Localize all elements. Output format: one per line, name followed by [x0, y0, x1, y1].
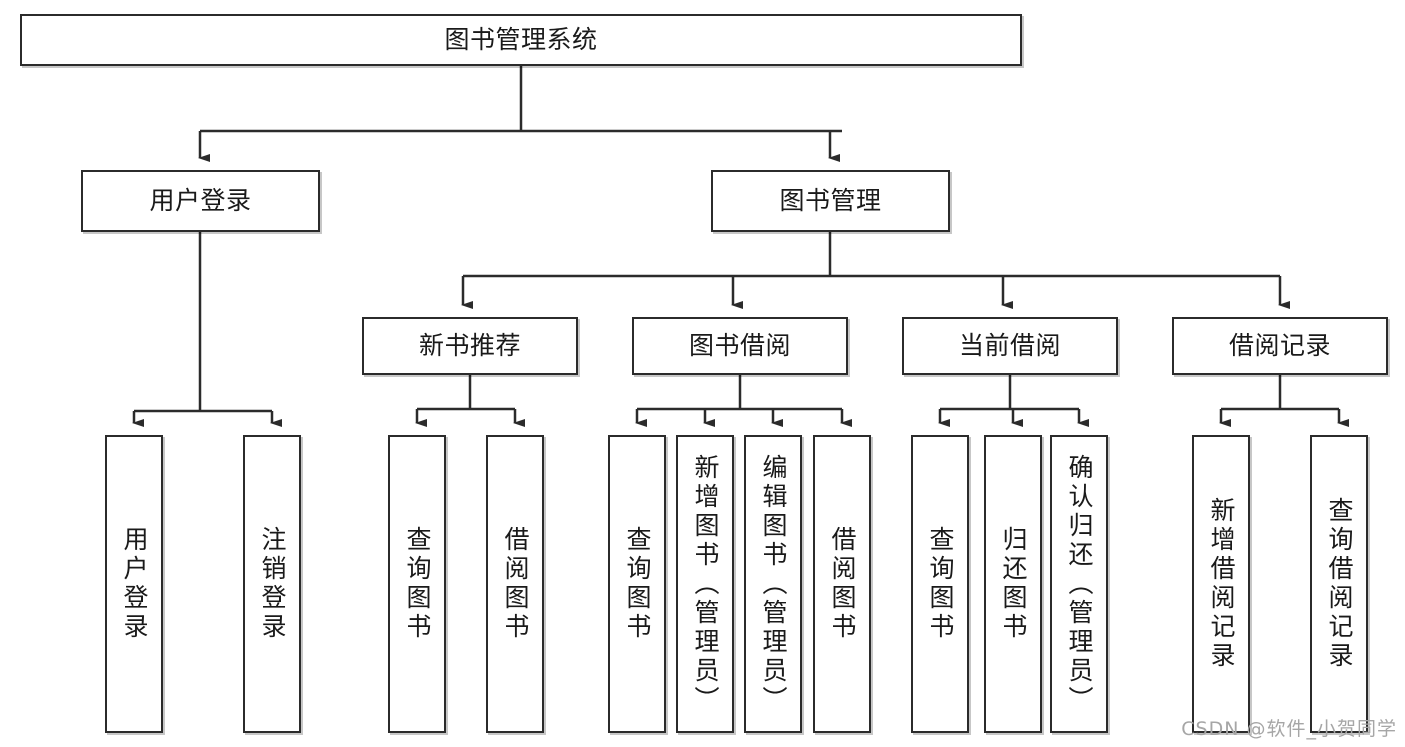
node-leaf-edit-book[interactable]: 编辑图书（管理员） — [744, 435, 802, 733]
node-leaf-confirm-return[interactable]: 确认归还（管理员） — [1050, 435, 1108, 733]
node-leaf-borrow-book-2[interactable]: 借阅图书 — [813, 435, 871, 733]
node-leaf-query-book-1[interactable]: 查询图书 — [388, 435, 446, 733]
watermark: CSDN @软件_小贺同学 — [1181, 718, 1397, 740]
node-leaf-logout-label: 注销登录 — [258, 526, 287, 642]
node-leaf-edit-book-label: 编辑图书（管理员） — [759, 453, 788, 715]
node-book-borrow-label: 图书借阅 — [688, 331, 791, 360]
node-leaf-add-record[interactable]: 新增借阅记录 — [1192, 435, 1250, 733]
node-borrow-record[interactable]: 借阅记录 — [1172, 317, 1388, 375]
node-root[interactable]: 图书管理系统 — [20, 14, 1022, 66]
node-borrow-record-label: 借阅记录 — [1228, 331, 1331, 360]
node-leaf-borrow-book-1-label: 借阅图书 — [501, 526, 530, 642]
node-leaf-confirm-return-label: 确认归还（管理员） — [1065, 453, 1094, 715]
node-leaf-add-book-label: 新增图书（管理员） — [691, 453, 720, 715]
node-leaf-add-record-label: 新增借阅记录 — [1207, 497, 1236, 671]
node-user-login[interactable]: 用户登录 — [81, 170, 320, 232]
node-user-login-label: 用户登录 — [149, 186, 252, 215]
node-new-book-rec[interactable]: 新书推荐 — [362, 317, 578, 375]
node-leaf-query-book-2-label: 查询图书 — [623, 526, 652, 642]
node-leaf-query-book-3[interactable]: 查询图书 — [911, 435, 969, 733]
node-book-manage[interactable]: 图书管理 — [711, 170, 950, 232]
node-leaf-query-book-2[interactable]: 查询图书 — [608, 435, 666, 733]
node-book-manage-label: 图书管理 — [779, 186, 882, 215]
node-current-borrow-label: 当前借阅 — [958, 331, 1061, 360]
node-new-book-rec-label: 新书推荐 — [418, 331, 521, 360]
node-book-borrow[interactable]: 图书借阅 — [632, 317, 848, 375]
node-leaf-query-book-3-label: 查询图书 — [926, 526, 955, 642]
node-leaf-query-record[interactable]: 查询借阅记录 — [1310, 435, 1368, 733]
node-leaf-return-book[interactable]: 归还图书 — [984, 435, 1042, 733]
node-leaf-user-login[interactable]: 用户登录 — [105, 435, 163, 733]
node-leaf-user-login-label: 用户登录 — [120, 526, 149, 642]
node-leaf-query-book-1-label: 查询图书 — [403, 526, 432, 642]
node-leaf-query-record-label: 查询借阅记录 — [1325, 497, 1354, 671]
node-root-label: 图书管理系统 — [444, 25, 598, 54]
node-leaf-borrow-book-1[interactable]: 借阅图书 — [486, 435, 544, 733]
node-leaf-return-book-label: 归还图书 — [999, 526, 1028, 642]
node-leaf-add-book[interactable]: 新增图书（管理员） — [676, 435, 734, 733]
node-leaf-logout[interactable]: 注销登录 — [243, 435, 301, 733]
node-leaf-borrow-book-2-label: 借阅图书 — [828, 526, 857, 642]
node-current-borrow[interactable]: 当前借阅 — [902, 317, 1118, 375]
